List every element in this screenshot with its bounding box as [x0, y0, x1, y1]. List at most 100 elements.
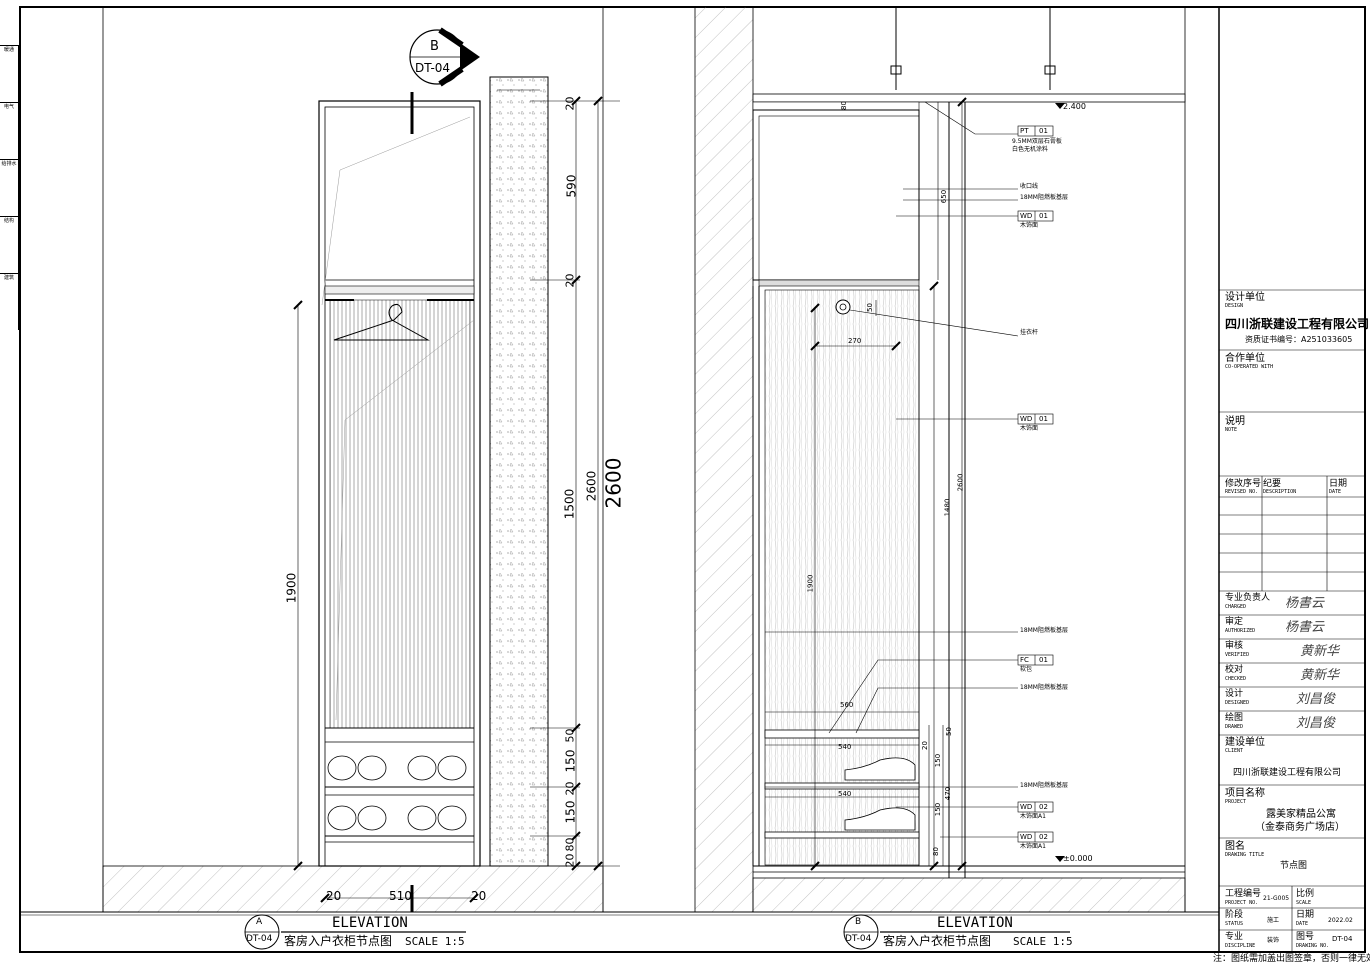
title-a-letter: A: [256, 917, 263, 927]
dim-label: 1480: [943, 498, 952, 517]
leader-note: 18MM阻燃板基层: [1020, 782, 1068, 789]
title-b-caption: 客房入户衣柜节点图: [883, 934, 992, 948]
discipline-label: 专业: [1225, 932, 1244, 942]
design-unit-label: 设计单位: [1225, 292, 1265, 303]
signature: 杨書云: [1285, 596, 1325, 611]
title-a-scale: SCALE 1:5: [405, 935, 465, 948]
title-b-scale: SCALE 1:5: [1013, 935, 1073, 948]
dim-label: 510: [389, 889, 412, 903]
tag-code: FC: [1020, 656, 1029, 664]
leader-note: 挂衣杆: [1020, 329, 1039, 336]
company-name: 四川浙联建设工程有限公司: [1225, 317, 1370, 331]
dim-left: 1900: [284, 572, 299, 604]
client-label: 建设单位: [1225, 737, 1265, 748]
role-label: 校对: [1225, 665, 1244, 675]
phase: 施工: [1267, 917, 1280, 924]
signature: 刘昌俊: [1296, 716, 1336, 731]
role-label: 专业负责人: [1225, 593, 1271, 603]
wall-section: [489, 76, 549, 867]
dim-label: 80: [931, 847, 940, 856]
project-en: PROJECT: [1225, 799, 1247, 805]
tag-code: WD: [1020, 833, 1033, 841]
dim-label: 80: [839, 101, 848, 110]
dim-label: 20: [563, 781, 577, 796]
dim-label: 2600: [956, 473, 965, 492]
signature: 杨書云: [1285, 620, 1325, 635]
strip-label: 暖通: [3, 47, 14, 53]
client-name: 四川浙联建设工程有限公司: [1233, 768, 1342, 778]
rev-no-en: REVISED NO.: [1225, 489, 1259, 495]
discipline: 装饰: [1267, 937, 1280, 944]
dim-label: 650: [940, 189, 949, 204]
client-en: CLIENT: [1225, 748, 1244, 754]
project-no: 21-G005: [1263, 895, 1290, 902]
date2: 2022.02: [1328, 917, 1353, 924]
dim-label: 20: [563, 853, 577, 868]
leader-note: 18MM阻燃板基层: [1020, 684, 1068, 691]
drawing-title-label: 图名: [1225, 841, 1245, 852]
discipline-en: DISCIPLINE: [1225, 943, 1256, 949]
strip-label: 电气: [3, 104, 14, 110]
floor-slab: [102, 865, 604, 913]
cooperated-label: 合作单位: [1225, 353, 1265, 364]
footer-note: 注：图纸需加盖出图签章，否则一律无效。: [1213, 954, 1370, 964]
leader-note: 18MM阻燃板基层: [1020, 194, 1068, 201]
date2-en: DATE: [1296, 921, 1309, 927]
tag-code: WD: [1020, 415, 1033, 423]
dim-label: 20: [920, 741, 929, 750]
strip-label: 建筑: [3, 275, 14, 281]
title-b-sheet: DT-04: [845, 934, 872, 944]
floor-slab-b: [752, 877, 1186, 913]
dim-total: 2600: [601, 457, 626, 509]
tag-num: 02: [1039, 803, 1048, 811]
title-b-heading: ELEVATION: [937, 915, 1013, 931]
design-unit-en: DESIGN: [1225, 303, 1244, 309]
project-name-line2: （金泰商务广场店）: [1255, 822, 1345, 833]
tag-code: WD: [1020, 803, 1033, 811]
role-en: DRAWED: [1225, 724, 1244, 730]
role-en: DESIGNED: [1225, 700, 1250, 706]
tag-code: WD: [1020, 212, 1033, 220]
tag-note: 木饰面: [1020, 425, 1039, 432]
leader-note: 收口线: [1020, 183, 1039, 190]
drawing-title-en: DRAWING TITLE: [1225, 852, 1265, 858]
rev-no-label: 修改序号: [1225, 479, 1262, 489]
role-en: CHARGED: [1225, 604, 1247, 610]
role-en: CHECKED: [1225, 676, 1247, 682]
role-en: AUTHORIZED: [1225, 628, 1256, 634]
section-marker-sheet: DT-04: [415, 61, 451, 75]
dim-label: 150: [934, 802, 943, 817]
level-bottom: ±0.000: [1063, 854, 1093, 863]
drawing-no: DT-04: [1332, 935, 1353, 943]
project-no-label: 工程编号: [1225, 889, 1262, 899]
dim-label: 590: [564, 174, 579, 198]
dim-label: 540: [838, 790, 852, 798]
tag-note: 木饰面: [1020, 222, 1039, 229]
dim-label: 470: [944, 786, 953, 801]
phase-en: STATUS: [1225, 921, 1244, 927]
project-no-en: PROJECT NO.: [1225, 900, 1259, 906]
discipline-strip: 暖通 电气 给排水 结构 建筑: [0, 45, 19, 330]
role-label: 审核: [1225, 641, 1244, 651]
dim-label: 20: [563, 96, 577, 111]
dim-label: 80: [563, 837, 577, 852]
signature: 黄新华: [1300, 668, 1340, 683]
sheet-border: [19, 6, 1366, 953]
tag-note: 木饰面A1: [1020, 843, 1046, 850]
dim-label: 20: [471, 889, 487, 903]
dim-label: 150: [563, 749, 578, 773]
dim-label: 1900: [806, 574, 815, 593]
role-en: VERIFIED: [1225, 652, 1250, 658]
phase-label: 阶段: [1225, 910, 1244, 920]
title-a-heading: ELEVATION: [332, 915, 408, 931]
date2-label: 日期: [1296, 910, 1315, 920]
cert-number: 资质证书编号：A251033605: [1245, 335, 1353, 344]
elevation-a: [102, 7, 620, 913]
signature: 刘昌俊: [1296, 692, 1336, 707]
dim-label: 20: [326, 889, 342, 903]
role-label: 设计: [1225, 689, 1244, 699]
drawing-no-en: DRAWING NO.: [1296, 943, 1330, 949]
dim-label: 2600: [584, 470, 599, 502]
project-name-line1: 露美家精品公寓: [1266, 809, 1336, 820]
